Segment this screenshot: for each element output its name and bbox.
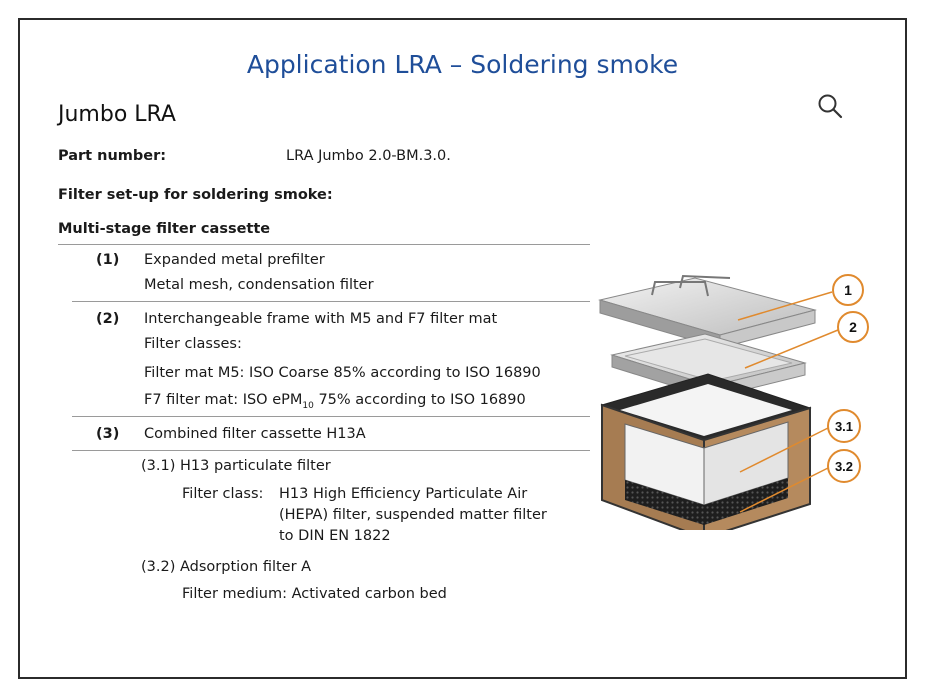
f7-text: F7 filter mat: ISO ePM xyxy=(144,392,303,408)
filter-medium: Filter medium: Activated carbon bed xyxy=(182,586,447,602)
item-number: (2) xyxy=(96,311,120,327)
callout-3-2: 3.2 xyxy=(827,449,861,483)
divider xyxy=(72,416,590,417)
page-title: Application LRA – Soldering smoke xyxy=(246,50,679,79)
divider xyxy=(72,301,590,302)
callout-label: 3.2 xyxy=(835,459,853,474)
part-number-label: Part number: xyxy=(58,148,167,164)
filter-class-line: to DIN EN 1822 xyxy=(279,528,391,544)
callout-3-1: 3.1 xyxy=(827,409,861,443)
item-line: Combined filter cassette H13A xyxy=(144,426,366,442)
item-line: Filter mat M5: ISO Coarse 85% according … xyxy=(144,365,541,381)
leader-line xyxy=(739,427,829,473)
filter-class-label: Filter class: xyxy=(182,486,264,502)
filter-cassette-illustration: 1 2 3.1 3.2 xyxy=(598,274,869,530)
sub-item-title: (3.2) Adsorption filter A xyxy=(141,559,312,575)
sub-item-title: (3.1) H13 particulate filter xyxy=(141,458,331,474)
f7-text: 75% according to ISO 16890 xyxy=(313,392,526,408)
callout-1: 1 xyxy=(832,274,864,306)
item-line: Filter classes: xyxy=(144,336,242,352)
filter-class-line: H13 High Efficiency Particulate Air xyxy=(279,486,528,502)
item-line: Metal mesh, condensation filter xyxy=(144,277,374,293)
item-number: (3) xyxy=(96,426,120,442)
callout-2: 2 xyxy=(837,311,869,343)
callout-label: 2 xyxy=(849,319,857,335)
cassette-heading: Multi-stage filter cassette xyxy=(58,221,271,237)
setup-heading: Filter set-up for soldering smoke: xyxy=(58,187,333,203)
search-icon[interactable] xyxy=(817,93,843,119)
part-number-value: LRA Jumbo 2.0-BM.3.0. xyxy=(286,148,451,164)
item-number: (1) xyxy=(96,252,120,268)
prefilter-layer xyxy=(598,274,817,349)
leader-line xyxy=(744,329,839,369)
item-line: Interchangeable frame with M5 and F7 fil… xyxy=(144,311,498,327)
divider xyxy=(58,244,590,245)
item-line-f7: F7 filter mat: ISO ePM10 75% according t… xyxy=(144,392,526,411)
item-line: Expanded metal prefilter xyxy=(144,252,325,268)
callout-label: 3.1 xyxy=(835,419,853,434)
product-title: Jumbo LRA xyxy=(58,102,176,127)
callout-label: 1 xyxy=(844,282,852,298)
combined-cassette xyxy=(600,373,812,530)
leader-line xyxy=(737,291,833,321)
leader-line xyxy=(739,467,829,513)
filter-class-line: (HEPA) filter, suspended matter filter xyxy=(279,507,547,523)
frame-filter-layer xyxy=(610,333,807,399)
slide-frame: Application LRA – Soldering smoke Jumbo … xyxy=(18,18,907,679)
f7-subscript: 10 xyxy=(302,400,314,411)
divider xyxy=(72,450,590,451)
